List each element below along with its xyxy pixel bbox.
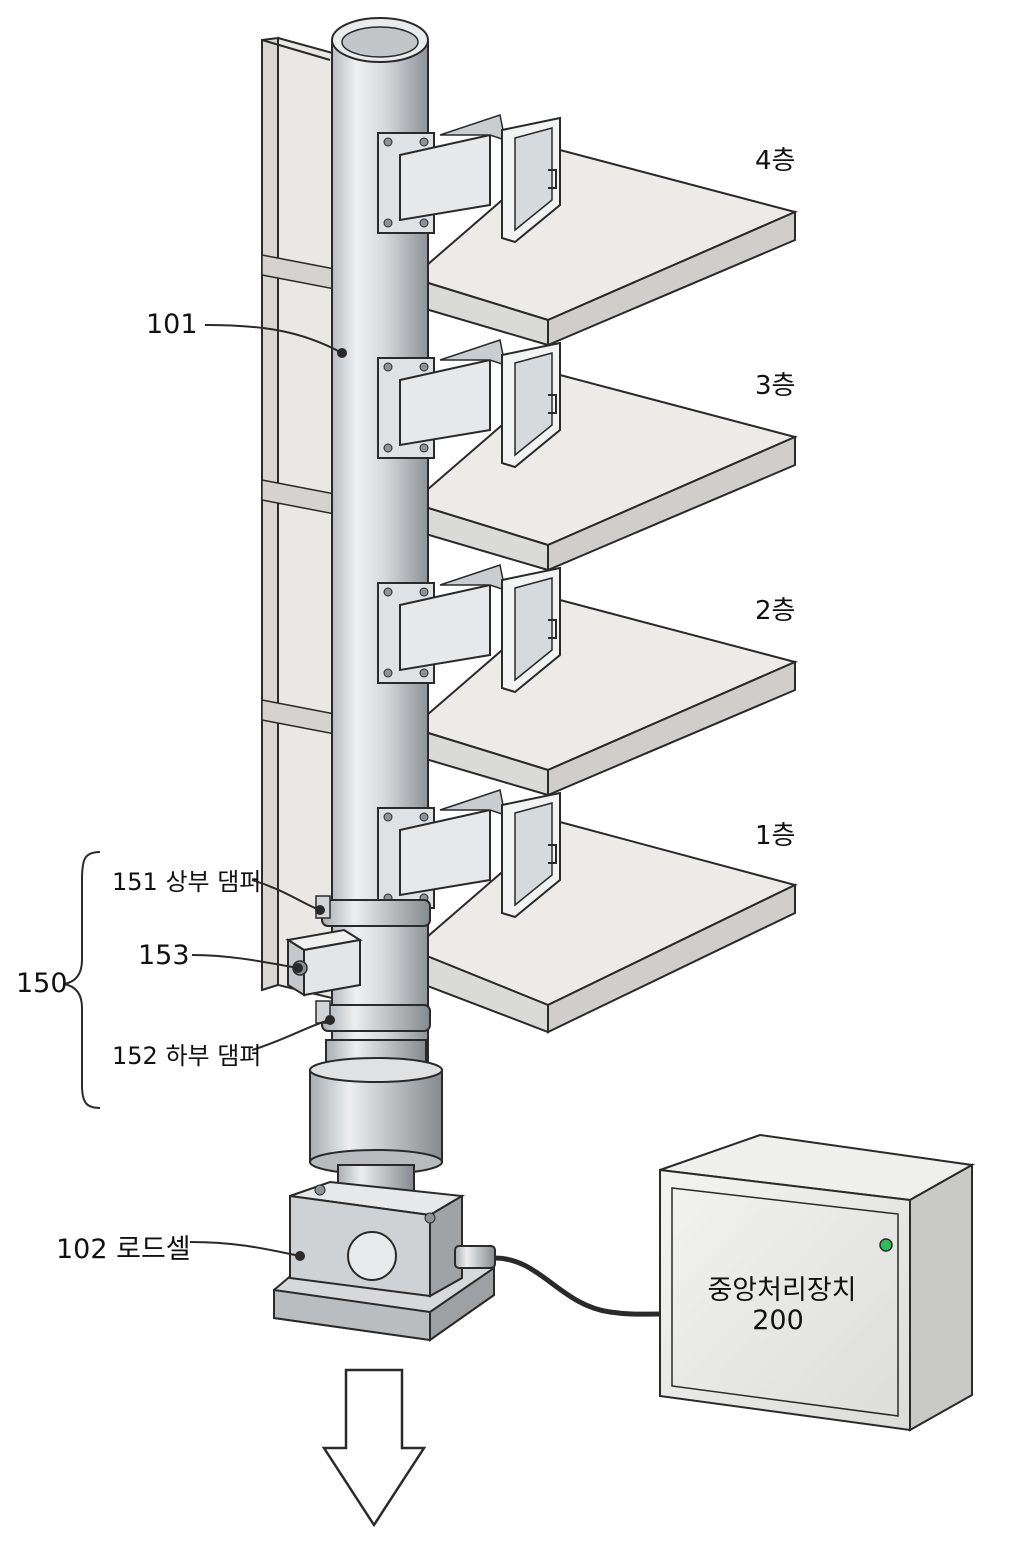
label-damper-group-150: 150: [16, 968, 68, 999]
label-sensor-153: 153: [138, 940, 190, 971]
inlet-bracket-4: [377, 114, 561, 244]
sensor-box-153: [285, 928, 363, 997]
label-floor-3: 3층: [755, 371, 796, 401]
upper-damper-ring: [315, 895, 431, 927]
inlet-bracket-2: [377, 564, 561, 694]
label-cpu-name: 중앙처리장치: [707, 1275, 857, 1306]
label-lower-damper: 152 하부 댐퍼: [112, 1042, 262, 1070]
signal-cable: [494, 1255, 661, 1317]
inlet-bracket-1: [377, 789, 561, 919]
leader-lines: [63, 324, 347, 1261]
load-cell: [273, 1180, 496, 1342]
label-cpu-number: 200: [752, 1305, 804, 1336]
inlet-brackets: [377, 114, 561, 919]
floor-slabs: [409, 148, 799, 1034]
label-floor-2: 2층: [755, 596, 796, 626]
building-wall: [261, 36, 341, 1002]
lower-damper-ring: [315, 1000, 431, 1032]
floor-slab-2: [409, 598, 799, 797]
label-floor-4: 4층: [755, 146, 796, 176]
inlet-bracket-3: [377, 339, 561, 469]
damper-assembly: [285, 895, 431, 1032]
label-load-cell: 102 로드셀: [56, 1234, 191, 1265]
leader-102: [189, 1241, 301, 1257]
label-upper-damper: 151 상부 댐퍼: [112, 868, 262, 896]
leader-101: [204, 324, 343, 354]
label-floor-1: 1층: [755, 821, 796, 851]
status-led-icon: [879, 1238, 893, 1252]
cpu-box: [659, 1133, 976, 1432]
leader-152: [251, 1019, 331, 1051]
label-shaft-101: 101: [146, 309, 198, 340]
lower-housing: [309, 1039, 443, 1196]
brace-150: [63, 851, 101, 1109]
down-arrow-icon: [321, 1368, 427, 1528]
leader-153: [191, 954, 299, 969]
floor-slab-3: [409, 373, 799, 572]
